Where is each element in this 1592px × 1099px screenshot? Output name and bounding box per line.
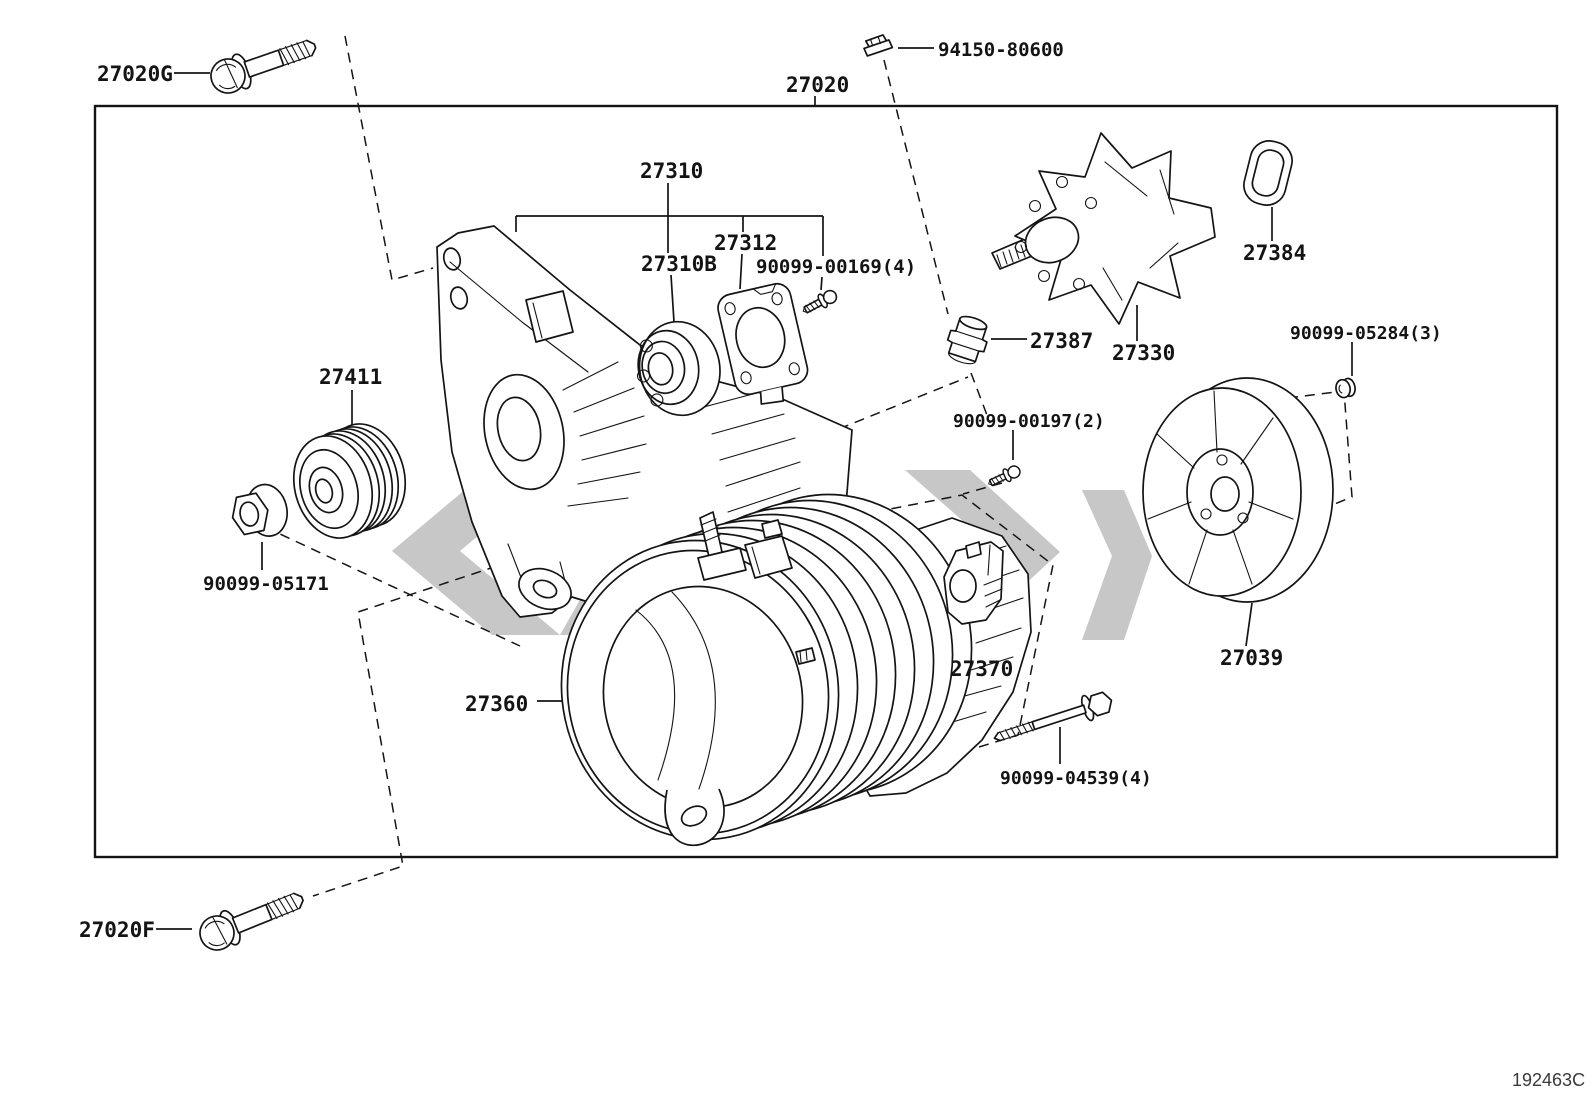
- label-stator: 27360: [465, 692, 528, 716]
- label-bearing-retainer: 27312: [714, 231, 777, 255]
- label-seal-ring: 27384: [1243, 241, 1306, 265]
- bearing-retainer-drawing: [717, 282, 809, 405]
- label-bolt-lower: 27020F: [79, 918, 155, 942]
- label-through-bolt: 90099-04539(4): [1000, 768, 1152, 789]
- label-rear-cover: 27039: [1220, 646, 1283, 670]
- stator-drawing: [560, 493, 1032, 847]
- bolt-27020G-drawing: [205, 28, 322, 100]
- through-bolt-drawing: [993, 691, 1113, 742]
- label-rotor: 27330: [1112, 341, 1175, 365]
- label-cover-nut: 90099-05284(3): [1290, 323, 1442, 344]
- label-bolt-upper: 27020G: [97, 62, 173, 86]
- bearing-drawing: [636, 320, 721, 417]
- label-pulley: 27411: [319, 365, 382, 389]
- seal-ring-drawing: [1243, 140, 1293, 206]
- bolt-27020F-drawing: [193, 880, 310, 957]
- label-regulator: 27370: [950, 657, 1013, 681]
- label-retainer-screw: 90099-00169(4): [756, 256, 916, 278]
- regulator-screw-drawing: [984, 462, 1023, 491]
- label-alternator-assy: 27020: [786, 73, 849, 97]
- rear-cover-drawing: [1142, 377, 1334, 603]
- pulley-drawing: [292, 423, 407, 539]
- label-pulley-nut: 90099-05171: [203, 573, 329, 595]
- collar-drawing: [946, 315, 988, 365]
- label-regulator-screw: 90099-00197(2): [953, 411, 1105, 432]
- label-collar: 27387: [1030, 329, 1093, 353]
- diagram-border: [93, 104, 1559, 859]
- leader-lines: [156, 47, 1353, 930]
- cover-nut-drawing: [1335, 377, 1356, 399]
- label-bearing: 27310B: [641, 252, 717, 276]
- label-terminal-nut: 94150-80600: [938, 39, 1064, 61]
- part-labels: 27020G 94150-80600 27020 27310 27312 273…: [79, 39, 1442, 942]
- figure-code: 192463C: [1512, 1070, 1585, 1090]
- retainer-screw-drawing: [798, 286, 840, 319]
- rotor-drawing: [991, 132, 1216, 325]
- label-drive-end-frame: 27310: [640, 159, 703, 183]
- pulley-nut-drawing: [231, 483, 288, 537]
- terminal-nut-drawing: [863, 34, 894, 57]
- regulator-drawing: [943, 541, 1004, 625]
